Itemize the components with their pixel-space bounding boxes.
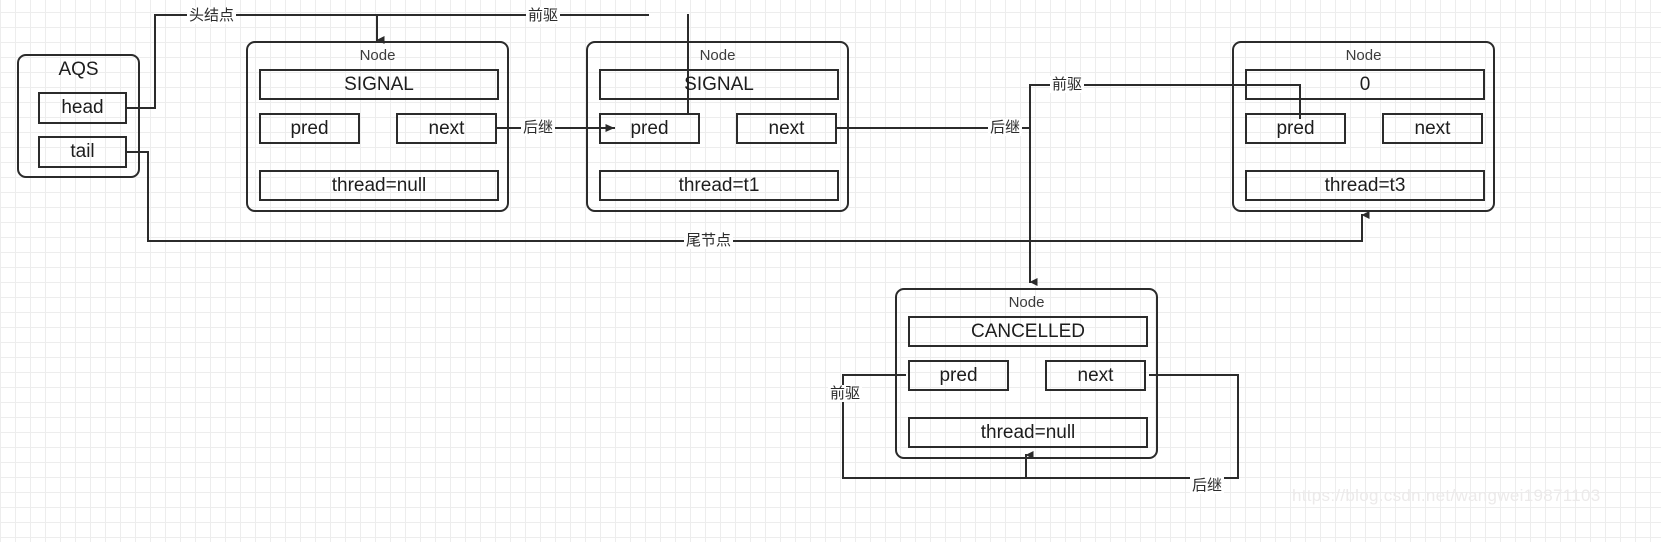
edge-label-pred-bottom: 前驱 (828, 385, 863, 402)
edge-label-pred-top: 前驱 (526, 7, 561, 24)
edge-label-succ-2: 后继 (988, 119, 1023, 136)
aqs-box: AQS (17, 54, 140, 178)
aqs-field-tail-label: tail (70, 141, 95, 162)
edge-tail-to-node3 (126, 151, 1370, 242)
node-t3-waitstatus-label: 0 (1359, 73, 1371, 95)
node-t3-next-label: next (1414, 117, 1451, 139)
node-head-title: Node (359, 47, 396, 64)
node-t1-waitstatus-label: SIGNAL (684, 73, 754, 95)
node-t3-next[interactable]: next (1382, 113, 1483, 144)
node-cancelled-waitstatus-label: CANCELLED (970, 320, 1086, 342)
edge-label-succ-bottom: 后继 (1190, 477, 1225, 494)
node-t1[interactable]: Node (586, 41, 849, 212)
node-head[interactable]: Node (246, 41, 509, 212)
node-t1-title: Node (699, 47, 736, 64)
node-t3-pred[interactable]: pred (1245, 113, 1346, 144)
node-t3-thread[interactable]: thread=t3 (1245, 170, 1485, 201)
node-t1-pred-label: pred (630, 117, 669, 139)
edge-head-to-node1 (126, 14, 649, 109)
node-head-waitstatus-label: SIGNAL (344, 73, 414, 95)
node-t3-pred-label: pred (1276, 117, 1315, 139)
node-t1-thread-label: thread=t1 (678, 174, 760, 196)
edge-label-succ-1: 后继 (521, 119, 556, 136)
edge-label-pred-right: 前驱 (1050, 76, 1085, 93)
node-cancelled-next-label: next (1077, 364, 1114, 386)
node-head-pred-label: pred (290, 117, 329, 139)
edge-node3-pred-stub (1243, 84, 1301, 119)
node-cancelled-pred-label: pred (939, 364, 978, 386)
node-head-thread-label: thread=null (331, 174, 427, 196)
node-head-thread[interactable]: thread=null (259, 170, 499, 201)
node-t3[interactable]: Node (1232, 41, 1495, 212)
node-cancelled-title: Node (1008, 294, 1045, 311)
aqs-field-head-label: head (61, 97, 104, 118)
edge-cancelled-pred (842, 374, 1239, 479)
aqs-field-head[interactable]: head (38, 92, 127, 124)
node-t1-pred[interactable]: pred (599, 113, 700, 144)
watermark: https://blog.csdn.net/wangwei19871103 (1292, 486, 1601, 505)
node-t1-thread[interactable]: thread=t1 (599, 170, 839, 201)
node-cancelled-thread-label: thread=null (980, 421, 1076, 443)
edge-cancelled-next (1149, 374, 1239, 479)
node-head-next[interactable]: next (396, 113, 497, 144)
aqs-field-tail[interactable]: tail (38, 136, 127, 168)
node-cancelled-waitstatus[interactable]: CANCELLED (908, 316, 1148, 347)
node-t1-next-label: next (768, 117, 805, 139)
edge-label-head-node: 头结点 (187, 7, 237, 24)
node-t3-waitstatus[interactable]: 0 (1245, 69, 1485, 100)
node-cancelled-thread[interactable]: thread=null (908, 417, 1148, 448)
node-head-next-label: next (428, 117, 465, 139)
node-head-pred[interactable]: pred (259, 113, 360, 144)
aqs-title: AQS (58, 59, 99, 80)
edge-label-tail-node: 尾节点 (684, 232, 734, 249)
node-t3-title: Node (1345, 47, 1382, 64)
edge-node3-pred-line (1029, 84, 1296, 129)
node-cancelled-next[interactable]: next (1045, 360, 1146, 391)
node-t3-thread-label: thread=t3 (1324, 174, 1406, 196)
node-cancelled[interactable]: Node (895, 288, 1158, 459)
node-t1-next[interactable]: next (736, 113, 837, 144)
node-t1-waitstatus[interactable]: SIGNAL (599, 69, 839, 100)
node-cancelled-pred[interactable]: pred (908, 360, 1009, 391)
node-head-waitstatus[interactable]: SIGNAL (259, 69, 499, 100)
